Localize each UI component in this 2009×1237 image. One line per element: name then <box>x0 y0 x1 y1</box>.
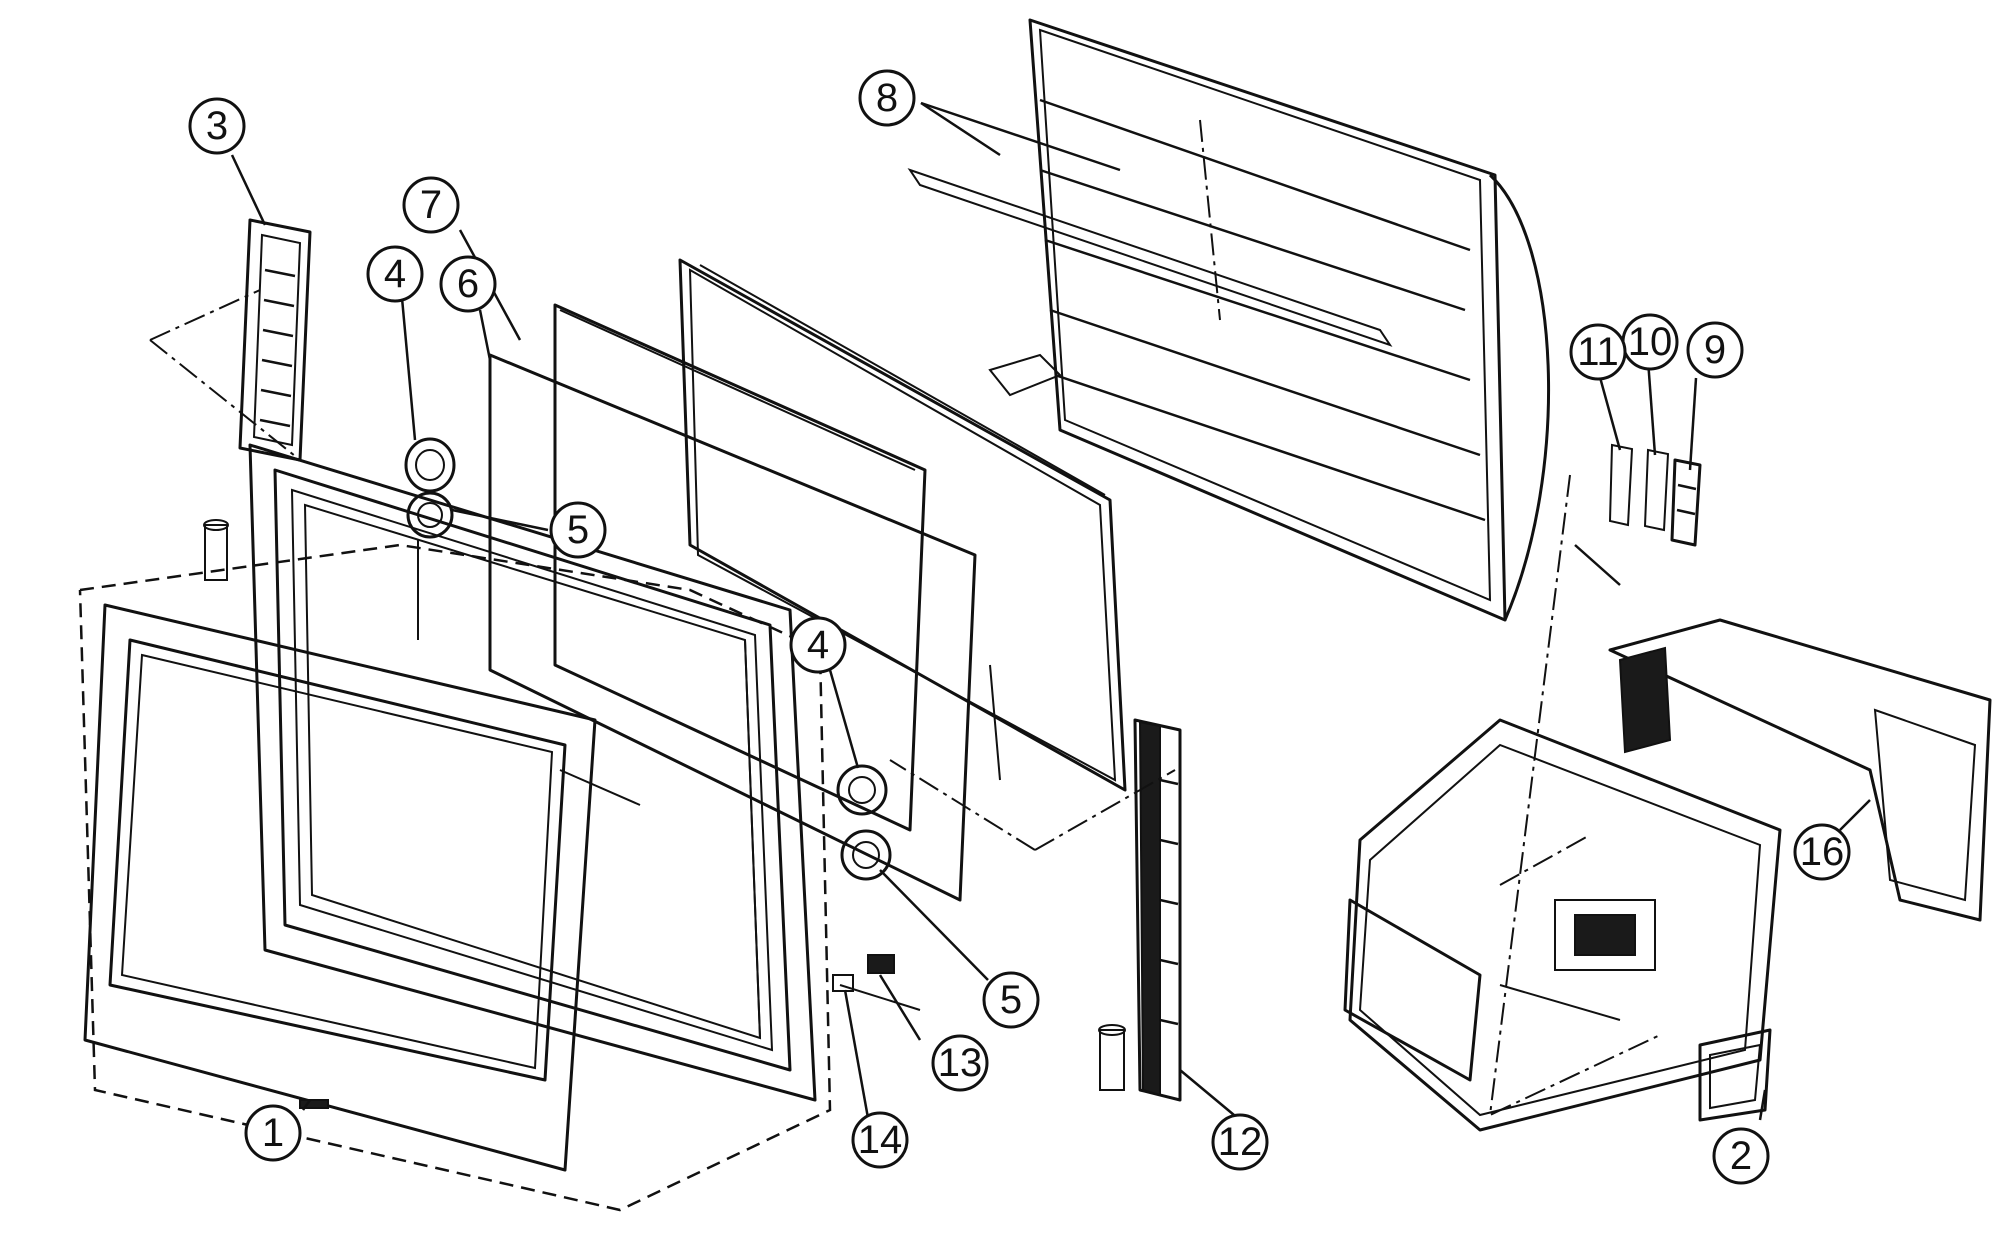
callout-4-upper-label: 4 <box>384 252 406 296</box>
screen-panel-6 <box>488 353 977 902</box>
callout-8-label: 8 <box>876 76 898 120</box>
callout-4-lower: 4 <box>789 616 847 674</box>
small-cover-2 <box>1698 1028 1772 1122</box>
callout-4-lower-label: 4 <box>807 623 829 667</box>
callout-12: 12 <box>1211 1113 1269 1171</box>
bracket-11 <box>1574 443 1634 586</box>
callout-10-label: 10 <box>1628 320 1673 364</box>
callout-5-lower: 5 <box>982 971 1040 1029</box>
speaker-upper-left <box>404 437 456 640</box>
left-side-bracket <box>149 218 312 581</box>
callout-6: 6 <box>439 255 497 313</box>
callout-13-label: 13 <box>938 1041 983 1085</box>
callout-16: 16 <box>1793 823 1851 881</box>
callout-2: 2 <box>1712 1127 1770 1185</box>
callout-8: 8 <box>858 69 916 127</box>
callout-14: 14 <box>851 1111 909 1169</box>
front-bezel-frame <box>78 543 832 1212</box>
bracket-9 <box>1670 458 1702 547</box>
callout-1-label: 1 <box>262 1111 284 1155</box>
bracket-10 <box>1643 448 1670 532</box>
callout-5-lower-label: 5 <box>1000 978 1022 1022</box>
callout-11-label: 11 <box>1577 330 1619 374</box>
callout-11: 11 <box>1569 323 1627 381</box>
callout-6-label: 6 <box>457 262 479 306</box>
base-cabinet <box>1343 618 1992 1132</box>
callout-3-label: 3 <box>206 104 228 148</box>
inner-screen-frame <box>248 443 817 1102</box>
callout-10: 10 <box>1621 313 1679 371</box>
callout-5-upper: 5 <box>549 501 607 559</box>
callout-1: 1 <box>244 1104 302 1162</box>
small-bracket-14 <box>832 974 921 1011</box>
right-side-bracket <box>889 718 1182 1102</box>
callout-2-label: 2 <box>1730 1134 1752 1178</box>
callout-4-upper: 4 <box>366 245 424 303</box>
callout-5-upper-label: 5 <box>567 508 589 552</box>
callout-14-label: 14 <box>858 1118 903 1162</box>
callout-9: 9 <box>1686 321 1744 379</box>
speaker-right <box>836 764 892 881</box>
callout-13: 13 <box>931 1034 989 1092</box>
assembly-guide-lines <box>1488 474 1661 1117</box>
callout-16-label: 16 <box>1800 830 1845 874</box>
screen-panel-7 <box>553 303 927 832</box>
leader-lines <box>230 101 1871 1121</box>
callout-3: 3 <box>188 97 246 155</box>
callout-12-label: 12 <box>1218 1120 1263 1164</box>
small-bracket-13 <box>867 954 895 974</box>
callout-7-label: 7 <box>420 183 442 227</box>
callout-9-label: 9 <box>1704 328 1726 372</box>
rear-screen-frame <box>559 258 1127 806</box>
callout-7: 7 <box>402 176 460 234</box>
rear-cabinet <box>907 18 1550 622</box>
